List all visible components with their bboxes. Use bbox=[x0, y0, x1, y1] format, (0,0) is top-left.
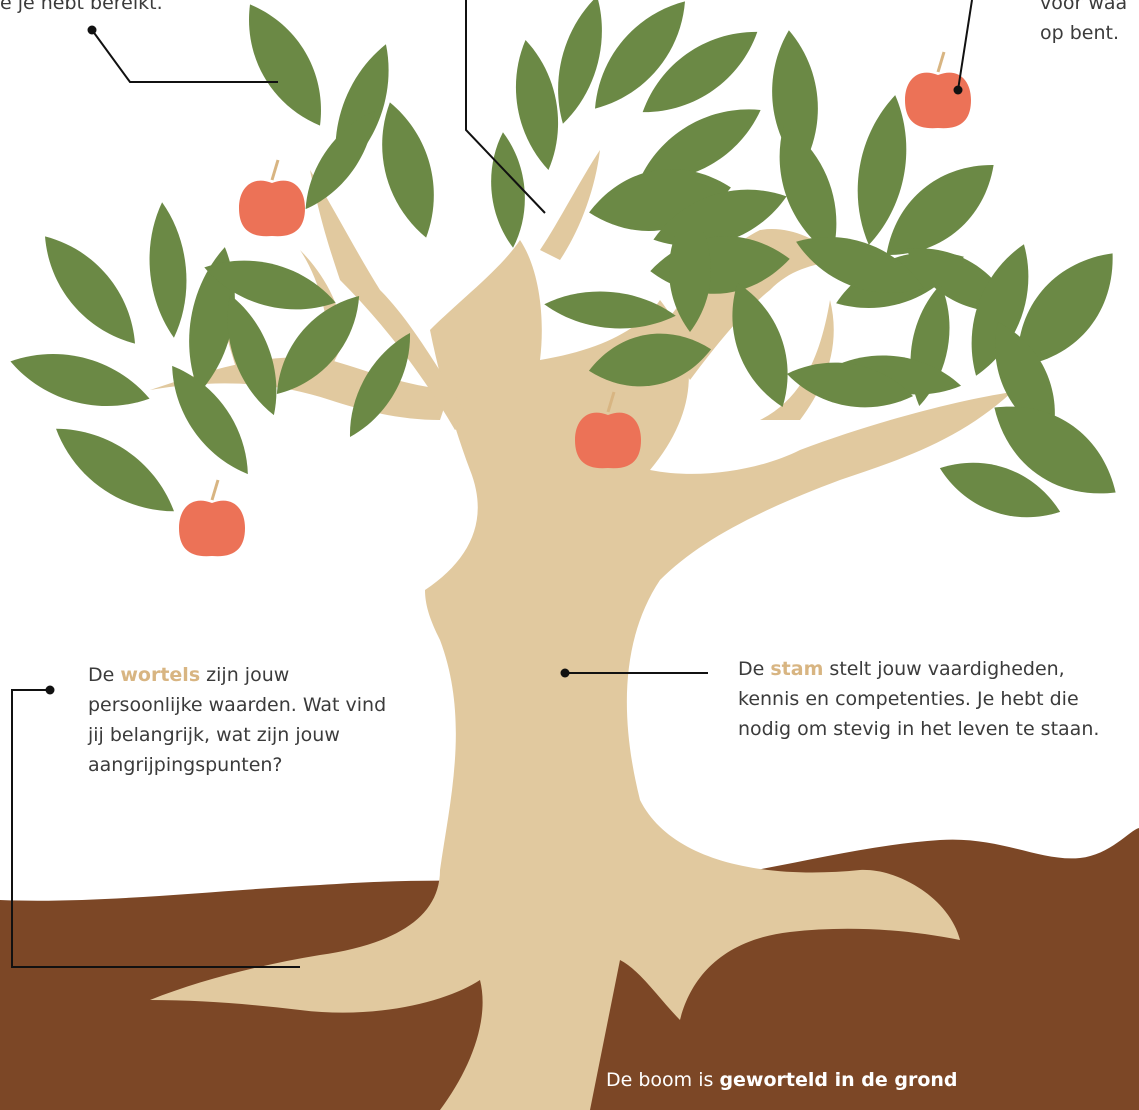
callout-text-top-right-line1: voor waa bbox=[1040, 0, 1128, 14]
trunk-highlight: stam bbox=[770, 658, 824, 680]
callout-dot-top-right bbox=[953, 85, 963, 95]
leaf bbox=[779, 124, 837, 256]
leaf bbox=[349, 333, 411, 437]
roots-prefix: De bbox=[88, 664, 121, 686]
leaf bbox=[639, 109, 761, 181]
leaf bbox=[971, 244, 1029, 376]
leaf bbox=[669, 208, 711, 332]
apple-body bbox=[575, 412, 641, 469]
callout-lines bbox=[11, 0, 973, 968]
callout-line-top-left bbox=[91, 29, 278, 83]
apple-stem bbox=[606, 391, 616, 413]
roots-highlight: wortels bbox=[120, 664, 201, 686]
apple-body bbox=[179, 500, 245, 557]
leaf bbox=[786, 362, 914, 408]
leaf bbox=[149, 202, 187, 338]
roots-description: De wortels zijn jouw persoonlijke waarde… bbox=[88, 660, 388, 780]
apple-icon bbox=[905, 51, 971, 129]
leaf bbox=[276, 295, 360, 395]
ground-prefix: De boom is bbox=[606, 1069, 720, 1091]
apple-body bbox=[905, 72, 971, 129]
apple-stem bbox=[936, 51, 946, 73]
ground-caption: De boom is geworteld in de grond bbox=[606, 1065, 1126, 1095]
leaves bbox=[10, 0, 1116, 518]
leaf bbox=[732, 282, 788, 408]
leaf bbox=[249, 4, 321, 126]
leaf bbox=[886, 165, 994, 255]
callout-text-top-left: e je hebt bereikt. bbox=[0, 0, 260, 18]
leaf bbox=[204, 260, 336, 310]
leaf bbox=[939, 462, 1061, 518]
trunk-rest: stelt jouw vaardigheden, kennis en compe… bbox=[738, 658, 1100, 740]
roots-rest: zijn jouw persoonlijke waarden. Wat vind… bbox=[88, 664, 387, 776]
leaf bbox=[1017, 253, 1113, 367]
leaf bbox=[857, 95, 907, 245]
callout-line-roots bbox=[11, 689, 300, 968]
leaf bbox=[995, 321, 1055, 439]
leaf bbox=[838, 355, 962, 395]
callout-dot-trunk bbox=[560, 668, 570, 678]
leaf bbox=[491, 132, 525, 248]
leaf bbox=[10, 354, 150, 406]
leaf bbox=[642, 31, 758, 113]
apple-icon bbox=[179, 479, 245, 557]
apple-stem bbox=[270, 159, 280, 181]
callout-dot-roots bbox=[45, 685, 55, 695]
leaf bbox=[516, 40, 558, 170]
callout-line-top-branch bbox=[465, 0, 546, 214]
ground-bold: geworteld in de grond bbox=[719, 1069, 958, 1091]
leaf bbox=[994, 406, 1116, 494]
leaf bbox=[558, 0, 602, 124]
leaf bbox=[45, 236, 135, 344]
apple-stem bbox=[210, 479, 220, 501]
leaf bbox=[172, 365, 248, 475]
leaf bbox=[382, 102, 434, 238]
callout-line-top-right bbox=[957, 0, 973, 91]
leaf bbox=[227, 294, 277, 416]
callout-text-top-left-content: e je hebt bereikt. bbox=[0, 0, 163, 14]
leaf bbox=[796, 237, 924, 293]
leaf bbox=[595, 1, 685, 109]
leaf bbox=[588, 333, 712, 387]
apple-icon bbox=[239, 159, 305, 237]
apple-icon bbox=[575, 391, 641, 469]
leaf bbox=[544, 291, 676, 329]
trunk-prefix: De bbox=[738, 658, 771, 680]
apple-body bbox=[239, 180, 305, 237]
callout-dot-top-left bbox=[87, 25, 97, 35]
callout-text-top-right-line2: op bent. bbox=[1040, 22, 1120, 44]
trunk-description: De stam stelt jouw vaardigheden, kennis … bbox=[738, 654, 1118, 744]
callout-text-top-right: voor waa op bent. bbox=[1040, 0, 1139, 48]
leaf bbox=[305, 110, 375, 210]
apples bbox=[179, 51, 971, 557]
leaf bbox=[56, 428, 174, 512]
